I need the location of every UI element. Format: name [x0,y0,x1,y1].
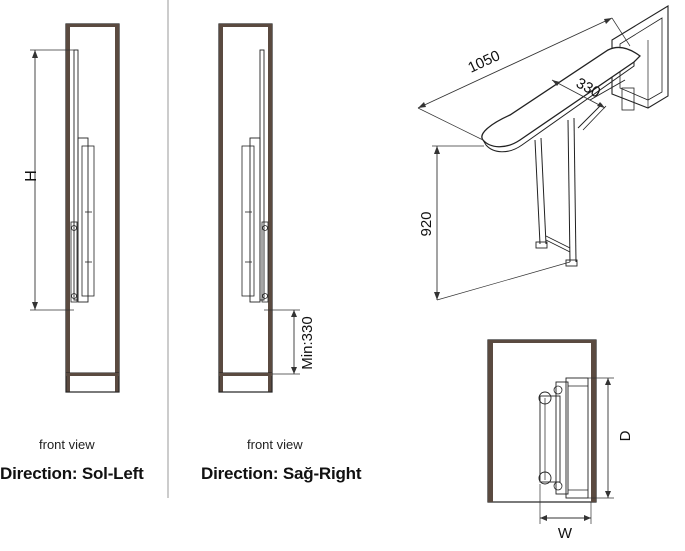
dimension-arrow [434,146,440,154]
mount-bracket [261,221,269,303]
hinge-pin [553,385,563,395]
leg-crossbar [545,235,571,249]
bracket-hinge [621,87,635,111]
leg [540,137,547,245]
folded-legs [77,137,89,303]
mount-rail [555,381,569,495]
dimension-arrow [552,80,560,86]
dimension-arrow [540,515,547,521]
caster-wheel [538,471,552,485]
bracket-wheel [262,225,268,231]
ironing-board [481,46,641,148]
cabinet-outline [487,339,597,503]
perspective-view: 1050 330 920 [417,5,669,301]
leg-foot [535,241,548,249]
cabinet-top [66,24,119,27]
cabinet-left-wall [219,24,223,392]
bracket-wheel [262,293,268,299]
top-width-label: W [558,525,573,542]
cabinet-top [219,24,272,27]
right-direction-label: Direction: Sağ-Right [201,464,362,483]
dimension-arrow [434,292,440,300]
folded-legs [249,137,261,303]
bracket-wheel [71,225,77,231]
cabinet-left-wall [66,24,70,392]
dimension-arrow [605,491,611,498]
hinge-pin [553,481,563,491]
left-front-view: H [23,23,120,393]
folded-board [73,49,79,301]
dimension-arrow [291,310,297,317]
folded-frame [241,145,255,297]
right-view-caption: front view [247,437,303,452]
dimension-arrow [597,102,605,108]
folded-board-top [539,395,561,483]
left-direction-label: Direction: Sol-Left [0,464,144,483]
cabinet-right-wall [591,340,596,502]
leg [534,139,541,245]
height-label: H [23,170,40,182]
wall-bracket-inner [619,17,663,101]
width-dimension-line [551,79,606,109]
cabinet-back [488,340,596,343]
dimension-arrow [605,378,611,385]
cabinet-right-wall [115,24,119,392]
top-view: D W [487,339,634,542]
cabinet-bottom [66,373,119,376]
right-front-view: Min:330 [218,23,316,393]
leg-crossbar [545,239,571,253]
length-dimension-line [417,17,613,109]
leg [567,119,571,263]
left-view-caption: front view [39,437,95,452]
mount-plate [565,377,589,499]
dimension-extension [417,107,484,141]
support-arm [589,79,626,101]
cabinet-bottom [219,373,272,376]
leg [573,117,577,263]
bracket-wheel [71,293,77,299]
dimension-arrow [32,50,38,58]
folded-frame [81,145,95,297]
dimension-arrow [291,367,297,374]
dimension-arrow [418,102,426,108]
wall-bracket [611,5,669,109]
cabinet-left-wall [488,340,493,502]
dimension-extension [611,17,631,47]
support-strut [582,105,607,131]
min-height-label: Min:330 [299,316,316,369]
length-label: 1050 [465,47,502,77]
dimension-extension [436,261,571,301]
caster-wheel [538,391,552,405]
table-height-label: 920 [418,211,435,236]
board-edge [482,62,635,153]
cabinet-right-wall [268,24,272,392]
dimension-arrow [584,515,591,521]
dimension-arrow [604,18,612,24]
support-strut [577,103,603,129]
mount-bracket [70,221,78,303]
depth-label: D [617,430,634,441]
dimension-arrow [32,302,38,310]
